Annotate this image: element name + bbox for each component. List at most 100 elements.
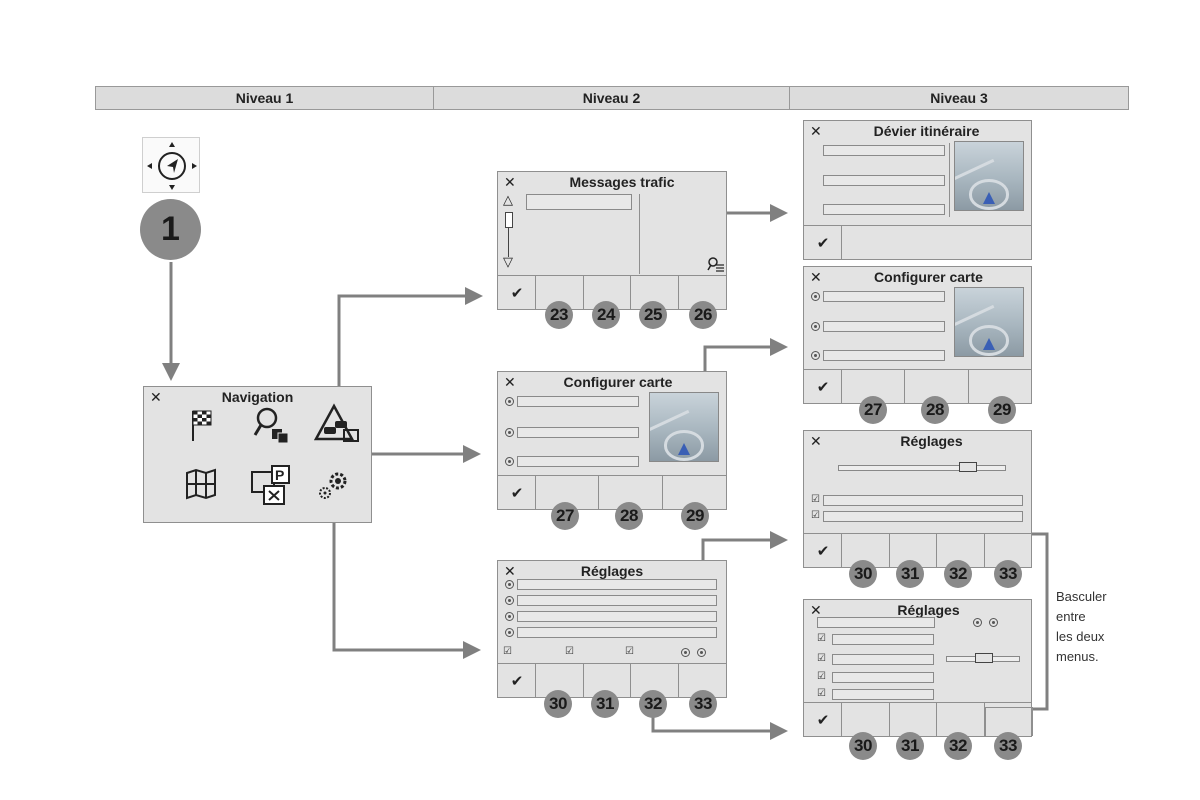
navigation-panel: ✕ Navigation P xyxy=(143,386,372,523)
map-icon[interactable] xyxy=(184,467,218,501)
footer-button-27[interactable] xyxy=(842,370,905,403)
option-field xyxy=(832,634,934,645)
footer-button-24[interactable] xyxy=(584,276,631,309)
callout-31: 31 xyxy=(896,560,924,588)
scroll-down-icon[interactable]: ▽ xyxy=(503,254,513,269)
panel-footer: ✔ xyxy=(804,369,1031,403)
radio-option[interactable] xyxy=(505,612,514,621)
traffic-warning-icon[interactable] xyxy=(314,403,360,445)
radio-option[interactable] xyxy=(505,428,514,437)
slider-thumb[interactable] xyxy=(959,462,977,472)
settings-panel-level3-b: ✕ Réglages ☑ ☑ ☑ ☑ ✔ xyxy=(803,599,1033,737)
checkbox[interactable]: ☑ xyxy=(565,646,574,657)
radio-option[interactable] xyxy=(505,457,514,466)
panel-footer: ✔ xyxy=(498,475,726,509)
radio-option[interactable] xyxy=(973,618,982,627)
traffic-messages-panel: ✕ Messages trafic △ ▽ ✔ xyxy=(497,171,727,310)
checkbox[interactable]: ☑ xyxy=(817,671,826,682)
radio-option[interactable] xyxy=(811,351,820,360)
checkbox[interactable]: ☑ xyxy=(503,646,512,657)
settings-gear-icon[interactable] xyxy=(316,469,352,503)
option-field xyxy=(517,595,717,606)
footer-button-25[interactable] xyxy=(631,276,679,309)
callout-23: 23 xyxy=(545,301,573,329)
option-field[interactable] xyxy=(823,204,945,215)
callout-27: 27 xyxy=(859,396,887,424)
map-preview xyxy=(649,392,719,462)
radio-option[interactable] xyxy=(505,397,514,406)
panel-title: Réglages xyxy=(897,602,960,618)
compass-button[interactable] xyxy=(142,137,200,193)
close-icon[interactable]: ✕ xyxy=(810,123,822,139)
footer-button-28[interactable] xyxy=(905,370,969,403)
slider-thumb[interactable] xyxy=(975,653,993,663)
close-icon[interactable]: ✕ xyxy=(810,433,822,449)
scroll-up-icon[interactable]: △ xyxy=(503,192,513,207)
confirm-button[interactable]: ✔ xyxy=(804,534,842,567)
panel-title: Réglages xyxy=(580,563,644,579)
option-field xyxy=(823,321,945,332)
callout-29: 29 xyxy=(681,502,709,530)
close-icon[interactable]: ✕ xyxy=(504,174,516,190)
confirm-button[interactable]: ✔ xyxy=(804,703,842,736)
confirm-button[interactable]: ✔ xyxy=(498,664,536,697)
confirm-button[interactable]: ✔ xyxy=(804,370,842,403)
checkbox[interactable]: ☑ xyxy=(625,646,634,657)
checkbox[interactable]: ☑ xyxy=(811,494,820,505)
panel-footer: ✔ xyxy=(804,225,1031,259)
option-field xyxy=(823,495,1023,506)
footer-button-31[interactable] xyxy=(890,703,937,736)
confirm-button[interactable]: ✔ xyxy=(804,226,842,259)
footer-button-32[interactable] xyxy=(937,534,985,567)
radio-option[interactable] xyxy=(505,580,514,589)
close-icon[interactable]: ✕ xyxy=(504,563,516,579)
footer-button-31[interactable] xyxy=(890,534,937,567)
radio-option[interactable] xyxy=(811,322,820,331)
radio-option[interactable] xyxy=(989,618,998,627)
footer-button-32[interactable] xyxy=(631,664,679,697)
close-icon[interactable]: ✕ xyxy=(504,374,516,390)
callout-26: 26 xyxy=(689,301,717,329)
confirm-button[interactable]: ✔ xyxy=(498,476,536,509)
message-field[interactable] xyxy=(526,194,632,210)
callout-28: 28 xyxy=(921,396,949,424)
close-icon[interactable]: ✕ xyxy=(150,389,162,405)
confirm-button[interactable]: ✔ xyxy=(498,276,536,309)
footer-button-30[interactable] xyxy=(842,703,890,736)
option-field xyxy=(832,689,934,700)
checkbox[interactable]: ☑ xyxy=(817,688,826,699)
footer-button-31[interactable] xyxy=(584,664,631,697)
footer-button-32[interactable] xyxy=(937,703,985,736)
callout-30: 30 xyxy=(849,560,877,588)
footer-button-27[interactable] xyxy=(536,476,599,509)
panel-title: Messages trafic xyxy=(569,174,675,190)
option-field[interactable] xyxy=(823,145,945,156)
radio-option[interactable] xyxy=(505,628,514,637)
callout-33: 33 xyxy=(994,560,1022,588)
option-field xyxy=(517,579,717,590)
slider[interactable] xyxy=(946,653,1020,663)
slider[interactable] xyxy=(838,462,1006,472)
radio-option[interactable] xyxy=(505,596,514,605)
panel-footer: ✔ xyxy=(804,533,1031,567)
checkered-flag-icon[interactable] xyxy=(189,407,215,445)
radio-option[interactable] xyxy=(811,292,820,301)
checkbox[interactable]: ☑ xyxy=(811,510,820,521)
checkbox[interactable]: ☑ xyxy=(817,653,826,664)
footer-button-33[interactable] xyxy=(985,707,1033,736)
option-field xyxy=(517,427,639,438)
footer-button-30[interactable] xyxy=(536,664,584,697)
option-field[interactable] xyxy=(823,175,945,186)
search-poi-icon[interactable] xyxy=(252,405,292,445)
close-icon[interactable]: ✕ xyxy=(810,602,822,618)
traffic-info-icon[interactable] xyxy=(707,256,725,274)
footer-button-30[interactable] xyxy=(842,534,890,567)
close-icon[interactable]: ✕ xyxy=(810,269,822,285)
footer-button-23[interactable] xyxy=(536,276,584,309)
radio-option[interactable] xyxy=(697,648,706,657)
parking-poi-icon[interactable]: P xyxy=(250,464,292,506)
footer-button-28[interactable] xyxy=(599,476,663,509)
checkbox[interactable]: ☑ xyxy=(817,633,826,644)
scrollbar[interactable] xyxy=(505,212,513,257)
radio-option[interactable] xyxy=(681,648,690,657)
